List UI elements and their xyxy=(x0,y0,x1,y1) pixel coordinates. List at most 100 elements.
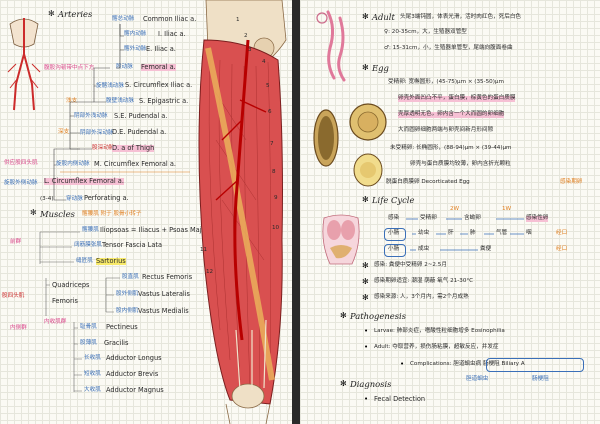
egg-heading: Egg xyxy=(372,63,389,73)
life-step-11: 小肠 xyxy=(388,246,400,252)
egg-fertilized-2: 卵壳外面凹凸不平，蛋白膜，棕黄色的蛋白质膜 xyxy=(398,95,516,102)
muscle-0: Iliopsoas = Iliacus + Psoas Major xyxy=(100,226,209,234)
fig-label-1: 1 xyxy=(236,17,240,23)
adult-male: ♂: 15-31cm，小，生殖器单管型，尾端向腹面卷曲 xyxy=(384,45,513,51)
artery-zh-2: 髂外动脉 xyxy=(124,46,147,52)
life-step-7: 肝 xyxy=(448,230,454,236)
life-step-13: 粪便 xyxy=(480,246,492,252)
fig-label-10: 10 xyxy=(272,225,280,231)
fig-label-11: 11 xyxy=(200,247,208,253)
muscle-group-2: 股四头肌 xyxy=(2,293,25,299)
adult-heading: Adult xyxy=(372,12,395,22)
right-notebook-page: ✻ Adult 头尾3端钝圆，体表光滑，活时肉红色，死后白色 ♀: 20-35c… xyxy=(300,0,600,424)
life-box-small-intestine xyxy=(384,228,406,241)
life-step-5: 小肠 xyxy=(388,230,400,236)
muscle-zh-6: 耻骨肌 xyxy=(80,324,97,330)
muscle-8: Adductor Longus xyxy=(106,354,162,362)
egg-fertilized-4: 大而圆卵细胞两端与卵壳间新月形间隙 xyxy=(398,127,494,133)
muscle-zh-1: 阔筋膜张肌 xyxy=(74,242,102,248)
life-label-3: 经口 xyxy=(556,246,568,252)
muscle-bracket-lines xyxy=(39,231,120,392)
muscle-zh-4: 股外侧肌 xyxy=(116,291,139,297)
fig-label-2: 2 xyxy=(244,33,248,39)
muscles-note: 髂腰肌 附于 股骨小转子 xyxy=(82,211,142,217)
artery-8: D. a of Thigh xyxy=(112,144,155,152)
artery-note-4: (3-4) xyxy=(40,196,54,202)
muscle-group-1: 内侧群 xyxy=(10,325,27,331)
muscle-10: Adductor Magnus xyxy=(106,386,164,394)
pelvis-artery-sketch xyxy=(7,18,41,111)
egg-unfertilized: 未受精卵: 长椭圆形，(88-94)μm × (39-44)μm xyxy=(390,145,512,151)
muscle-zh-8: 长收肌 xyxy=(84,355,101,361)
life-step-1: 受精卵 xyxy=(420,215,437,221)
thigh-muscle-illustration xyxy=(198,0,287,424)
artery-7: D.E. Pudendal a. xyxy=(112,128,167,136)
life-cycle-arrows xyxy=(406,218,524,251)
artery-zh-4: 旋髂浅动脉 xyxy=(96,83,124,89)
egg-unfertilized-2: 卵壳与蛋白质膜均较薄，卵内含折光颗粒 xyxy=(410,161,511,167)
artery-10: L. Circumflex Femoral a. xyxy=(44,177,124,185)
egg-illustrations xyxy=(313,103,387,187)
fig-label-3: 3 xyxy=(248,47,252,53)
artery-note-2: 深支 xyxy=(58,129,70,135)
artery-3: Femoral a. xyxy=(141,63,176,71)
muscle-4: Vastus Lateralis xyxy=(138,290,190,298)
egg-fertilized-3: 壳厚透明无色，卵内含一个大而圆的卵细胞 xyxy=(398,111,505,118)
life-step-4: 感染性卵 xyxy=(526,215,549,222)
muscle-3: Rectus Femoris xyxy=(142,273,193,281)
fig-label-7: 7 xyxy=(270,141,274,147)
muscle-group-4: Femoris xyxy=(52,297,78,305)
fig-label-9: 9 xyxy=(274,195,278,201)
muscle-zh-7: 股薄肌 xyxy=(80,340,97,346)
diagnosis-heading: Diagnosis xyxy=(350,379,392,389)
life-step-2: 含蚴卵 xyxy=(464,215,481,221)
patho-complications: Complications: 胆道蛔虫病 肠梗阻 Biliary A xyxy=(410,361,525,367)
muscles-heading: Muscles xyxy=(40,209,75,219)
life-step-6: 幼虫 xyxy=(418,230,430,236)
complication-box xyxy=(486,358,584,372)
egg-tag: 感染期卵 xyxy=(560,179,583,185)
pathogenesis-heading: Pathogenesis xyxy=(350,311,406,321)
artery-zh-7: 阴部外深动脉 xyxy=(80,130,114,136)
fecal-detection: Fecal Detection xyxy=(374,395,426,403)
artery-zh-0: 髂总动脉 xyxy=(112,16,135,22)
muscle-group-0: 前群 xyxy=(10,239,22,245)
artery-tree-lines xyxy=(53,24,190,201)
muscle-zh-5: 股内侧肌 xyxy=(116,308,139,314)
body-organ-sketch xyxy=(322,214,360,265)
muscle-zh-9: 短收肌 xyxy=(84,371,101,377)
life-step-10: 咽 xyxy=(526,230,532,236)
infection-source: 感染来源: 人，3个月内，需2个月成熟 xyxy=(374,294,469,300)
artery-0: Common Iliac a. xyxy=(143,15,197,23)
artery-zh-5: 腹壁浅动脉 xyxy=(106,98,134,104)
artery-zh-3: 股动脉 xyxy=(116,64,133,70)
infective-env: 感染期卵适宜: 潮湿 荫蔽 氧气 21-30°C xyxy=(374,278,474,284)
life-label-1: 1W xyxy=(502,206,512,212)
life-step-0: 感染 xyxy=(388,215,400,221)
artery-5: S. Epigastric a. xyxy=(139,97,189,105)
roundworm-sketch xyxy=(316,10,346,82)
fig-label-8: 8 xyxy=(272,169,276,175)
artery-note-1: 浅支 xyxy=(66,98,78,104)
life-step-8: 肺 xyxy=(470,230,476,236)
artery-4: S. Circumflex Iliac a. xyxy=(125,81,193,89)
artery-11: Perforating a. xyxy=(84,194,129,202)
artery-zh-1: 髂内动脉 xyxy=(124,31,147,37)
artery-zh-9: 旋股内侧动脉 xyxy=(56,161,90,167)
muscle-5: Vastus Medialis xyxy=(138,307,189,315)
muscle-group-3: Quadriceps xyxy=(52,281,90,289)
artery-zh-8: 股深动脉 xyxy=(92,145,115,151)
muscle-zh-10: 大收肌 xyxy=(84,387,101,393)
muscle-7: Gracilis xyxy=(104,339,129,347)
life-label-0: 2W xyxy=(450,206,460,212)
arteries-heading: Arteries xyxy=(58,9,93,19)
life-cycle-heading: Life Cycle xyxy=(372,195,415,205)
adult-female: ♀: 20-35cm，大，生殖器双管型 xyxy=(384,29,467,35)
fig-label-4: 4 xyxy=(262,59,266,65)
life-box-adult xyxy=(384,244,406,257)
left-notebook-page: ✻ Arteries 髂总动脉 Common Iliac a. 髂内动脉 I. … xyxy=(0,0,292,424)
patho-adult: Adult: 夺取营养，损伤肠粘膜，超敏反应，并发症 xyxy=(374,344,499,350)
fig-label-6: 6 xyxy=(268,109,272,115)
artery-zh-11: 穿动脉 xyxy=(66,196,83,202)
artery-9: M. Circumflex Femoral a. xyxy=(94,160,176,168)
